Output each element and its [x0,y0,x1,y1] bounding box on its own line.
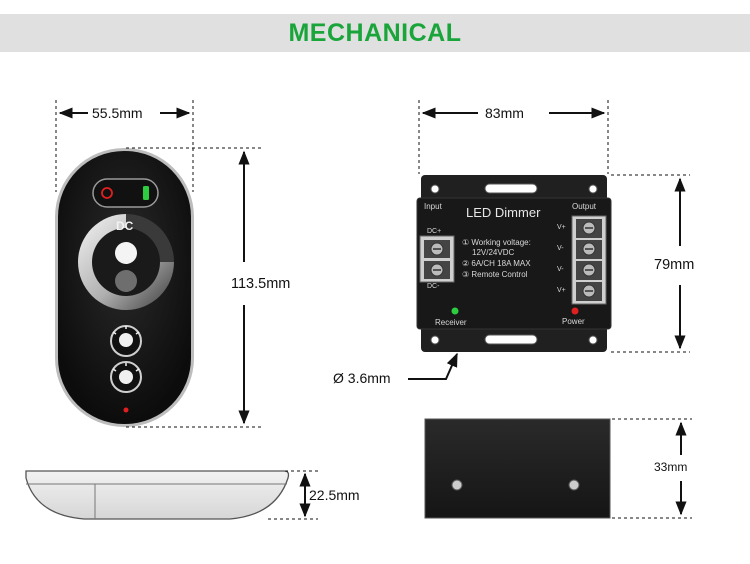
controller-side-view [424,418,611,519]
hole-leader [408,352,458,380]
remote-depth-label: 22.5mm [309,487,360,503]
side-screw-left [451,479,463,491]
controller-depth-dimension [612,418,692,519]
power-label: Power [562,317,585,326]
power-led [571,307,579,315]
bottom-mount-slot [484,334,538,345]
spec-remote-control: ③ Remote Control [462,270,528,279]
remote-width-label: 55.5mm [92,105,143,121]
ring-center-light [115,242,137,264]
spec-current: ② 6A/CH 18A MAX [462,259,531,268]
hole-diameter-label: Ø 3.6mm [333,370,391,386]
controller-dimensions [418,100,690,353]
v-minus-1-label: V- [557,245,564,252]
remote-height-label: 113.5mm [231,276,291,292]
off-icon [101,187,113,199]
product-title: LED Dimmer [466,205,541,220]
input-label: Input [424,202,442,211]
controller-depth-label: 33mm [654,460,688,474]
remote-side-view [25,470,290,520]
controller-width-label: 83mm [485,105,524,121]
receiver-led [451,307,459,315]
v-plus-bottom-label: V+ [557,287,566,294]
power-switch [92,178,159,208]
v-minus-2-label: V- [557,266,564,273]
output-label: Output [572,202,597,211]
on-icon [143,186,149,200]
remote-dimensions [55,100,262,428]
side-screw-right [568,479,580,491]
header-banner: MECHANICAL [0,14,750,52]
remote-dc-label: DC [116,219,134,233]
dc-minus-label: DC- [427,283,440,290]
controller-top-view [408,175,612,380]
spec-working-voltage: ① Working voltage: [462,238,531,247]
dc-plus-label: DC+ [427,228,442,235]
remote-front-view [55,148,194,427]
ring-center-dark [115,270,137,292]
brightness-up-icon [112,326,140,335]
remote-depth-dimension [268,470,318,520]
remote-led [123,407,129,413]
v-plus-top-label: V+ [557,224,566,231]
brightness-down-icon [112,363,140,372]
page-title: MECHANICAL [288,18,462,47]
receiver-label: Receiver [435,318,467,327]
spec-voltage-value: 12V/24VDC [472,248,515,257]
top-mount-slot [484,183,538,194]
controller-height-label: 79mm [654,257,695,273]
